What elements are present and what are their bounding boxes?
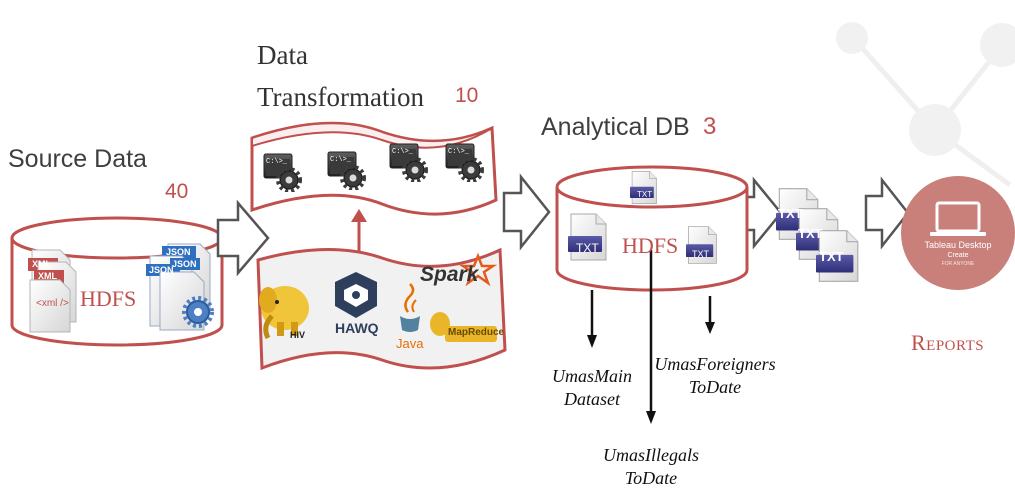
dataset-umasforeigners: UmasForeigners ToDate [650,353,780,399]
dataset-umasillegals-line1: UmasIllegals [603,445,699,465]
tool-java-label: Java [396,336,424,351]
hadoop-elephant-icon [259,286,309,340]
json-tag-3: JSON [172,259,197,269]
export-txt-tag-2: TXT [798,226,823,241]
source-data-title: Source Data [8,145,147,173]
dataset-umasmain: UmasMain Dataset [532,365,652,411]
tableau-name: Tableau Desktop [924,240,992,250]
source-count: 40 [165,180,189,203]
flow-arrow-4 [864,176,910,250]
transformation-scripts-banner [250,121,498,216]
mapreduce-icon [430,312,497,342]
dataset-umasillegals: UmasIllegals ToDate [591,444,711,490]
dataset-umasmain-line2: Dataset [564,389,620,409]
json-tag-2: JSON [149,265,174,275]
dataset-umasforeigners-line1: UmasForeigners [654,354,776,374]
flow-arrow-2 [502,173,551,251]
terminal-text-1: C:\>_ [266,158,288,166]
tool-hiv-label: HIV [290,330,306,340]
tool-mapreduce-label: MapReduce [448,327,505,338]
dataset-arrows [587,250,715,424]
export-txt-tag-3: TXT [819,249,844,264]
dataset-umasmain-line1: UmasMain [552,366,632,386]
tool-hawq-label: HAWQ [335,320,379,336]
tableau-line3: FOR ANYONE [941,261,975,267]
terminal-text-4: C:\>_ [448,148,470,156]
tableau-line2: Create [947,252,969,259]
json-tag-1: JSON [166,247,191,257]
transformation-tools-banner [256,247,507,371]
export-txt-tag-1: TXT [778,206,803,221]
db-txt-tag-3: TXT [692,249,709,259]
dataset-umasforeigners-line2: ToDate [688,377,742,397]
reports-label: Reports [911,330,985,355]
analytical-hdfs-cylinder [555,165,749,292]
network-nodes-decoration [836,22,1015,188]
xml-files-icon [28,249,77,333]
analytical-hdfs-label: HDFS [622,233,679,258]
flow-arrow-1 [216,199,270,277]
json-files-icon [146,243,214,331]
db-txt-tag-2: TXT [576,241,599,255]
hawq-icon [335,272,377,318]
analytical-count: 3 [703,113,717,140]
tableau-desktop-circle [901,176,1015,290]
xml-tag-3: <xml /> [36,298,69,309]
transformation-count: 10 [455,84,479,107]
transformation-title-line1: Data [257,40,308,70]
xml-tag-1: XML [32,259,51,269]
terminal-text-3: C:\>_ [392,148,414,156]
spark-icon [458,252,498,287]
source-hdfs-label: HDFS [80,286,137,311]
analytical-db-title: Analytical DB [541,113,690,141]
dataset-umasillegals-line2: ToDate [624,468,678,488]
tool-spark-label: Spark [420,263,479,286]
db-txt-tag-1: TXT [637,190,653,199]
terminal-text-2: C:\>_ [330,156,352,164]
xml-tag-2: XML [38,271,57,281]
transformation-title-line2: Transformation [257,82,424,112]
java-icon [400,283,420,332]
